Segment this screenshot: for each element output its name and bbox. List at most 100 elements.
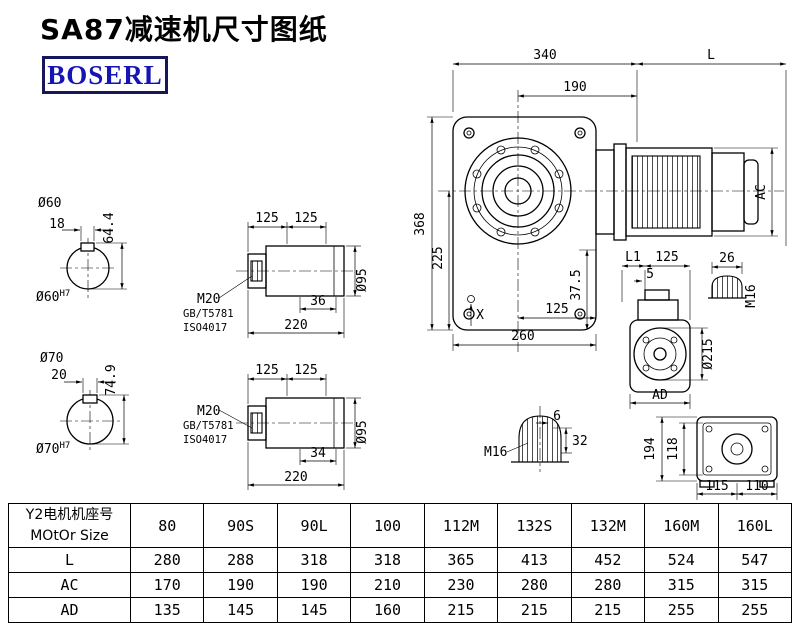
thread-m16-side: M16 (744, 284, 759, 307)
dim-340: 340 (533, 48, 556, 63)
size-col-90l: 90L (276, 503, 352, 548)
page-title: SA87减速机尺寸图纸 (40, 13, 328, 46)
header-motor-size: Y2电机机座号 MOtOr Size (8, 503, 131, 548)
technical-drawing: 340 L 190 368 225 AC 37.5 125 260 X Ø60 … (36, 48, 787, 500)
thread-m20-bottom: M20 (197, 404, 220, 419)
cell-L-8: 547 (717, 547, 792, 573)
cell-AD-3: 160 (350, 597, 425, 623)
cell-AC-1: 190 (203, 572, 278, 598)
cell-AD-5: 215 (497, 597, 572, 623)
fit-60-sup: H7 (59, 289, 70, 299)
main-view-dimensions: 340 L 190 368 225 AC 37.5 125 260 X (413, 48, 787, 351)
cell-AD-1: 145 (203, 597, 278, 623)
dia-95-bottom: Ø95 (355, 420, 370, 443)
size-col-132m: 132M (570, 503, 646, 548)
dim-32: 32 (572, 434, 588, 449)
size-col-160l: 160L (717, 503, 792, 548)
cell-AD-7: 255 (644, 597, 719, 623)
row-label-L: L (8, 547, 131, 573)
shaft-end-key-detail: 6 32 M16 (484, 406, 588, 472)
boserl-logo: BOSERL (42, 56, 168, 94)
table-row-AD: AD 135 145 145 160 215 215 215 255 255 (8, 597, 792, 623)
boserl-logo-text: BOSERL (47, 59, 163, 90)
dim-115: 115 (705, 479, 728, 494)
fit-70-sup: H7 (59, 441, 70, 451)
dim-L: L (707, 48, 715, 63)
cell-AC-6: 280 (570, 572, 646, 598)
cell-L-4: 365 (423, 547, 499, 573)
table-header-row: Y2电机机座号 MOtOr Size 80 90S 90L 100 112M 1… (8, 503, 792, 548)
main-view-motor (595, 143, 759, 241)
dim-125a-bottom: 125 (255, 363, 278, 378)
cell-L-5: 413 (497, 547, 572, 573)
cell-AC-8: 315 (717, 572, 792, 598)
table-row-AC: AC 170 190 190 210 230 280 280 315 315 (8, 572, 792, 598)
table-row-L: L 280 288 318 318 365 413 452 524 547 (8, 547, 792, 573)
dia-95-top: Ø95 (355, 268, 370, 291)
size-col-100: 100 (350, 503, 425, 548)
thread-m16-detail: M16 (484, 445, 507, 460)
cell-AC-2: 190 (276, 572, 352, 598)
dim-AD: AD (652, 388, 668, 403)
std-gb-top: GB/T5781 (183, 308, 234, 320)
fit-60-base: Ø60 (36, 290, 59, 305)
std-gb-bottom: GB/T5781 (183, 420, 234, 432)
cell-AC-0: 170 (129, 572, 205, 598)
std-iso-top: ISO4017 (183, 322, 227, 334)
dim-190: 190 (563, 80, 586, 95)
dim-20: 20 (51, 368, 67, 383)
dim-36: 36 (310, 294, 326, 309)
size-col-112m: 112M (423, 503, 499, 548)
row-label-AC: AC (8, 572, 131, 598)
main-view-gearbox (438, 90, 784, 352)
dim-118: 118 (666, 437, 681, 460)
dim-5: 5 (646, 267, 654, 282)
rear-view: 194 118 115 110 (643, 416, 778, 500)
hollow-shaft-top: 125 125 M20 GB/T5781 ISO4017 36 220 Ø95 (183, 211, 370, 338)
cell-AD-8: 255 (717, 597, 792, 623)
cell-AC-5: 280 (497, 572, 572, 598)
std-iso-bottom: ISO4017 (183, 434, 227, 446)
dim-125-bottom: 125 (545, 302, 568, 317)
cell-AD-6: 215 (570, 597, 646, 623)
output-side-view: L1 125 5 26 M16 Ø215 AD (621, 250, 759, 409)
cell-AC-3: 210 (350, 572, 425, 598)
size-col-132s: 132S (497, 503, 572, 548)
dim-110: 110 (745, 479, 768, 494)
dim-26: 26 (719, 251, 735, 266)
cell-L-6: 452 (570, 547, 646, 573)
fit-label-60: Ø60H7 (36, 289, 70, 305)
thread-m20-top: M20 (197, 292, 220, 307)
dim-220-top: 220 (284, 318, 307, 333)
dim-220-bottom: 220 (284, 470, 307, 485)
dim-225: 225 (431, 246, 446, 269)
dim-18: 18 (49, 217, 65, 232)
dim-74-9: 74.9 (104, 364, 119, 395)
size-col-160m: 160M (644, 503, 719, 548)
hollow-shaft-bottom: 125 125 M20 GB/T5781 ISO4017 34 220 Ø95 (183, 363, 370, 490)
cell-AD-0: 135 (129, 597, 205, 623)
motor-size-table: Y2电机机座号 MOtOr Size 80 90S 90L 100 112M 1… (8, 503, 792, 623)
dim-125-side: 125 (655, 250, 678, 265)
dim-194: 194 (643, 437, 658, 461)
cell-L-1: 288 (203, 547, 278, 573)
shaft-section-70: Ø70 20 74.9 Ø70H7 (36, 351, 129, 457)
shaft-section-60: Ø60 18 64.4 Ø60H7 (36, 196, 127, 305)
cell-AD-4: 215 (423, 597, 499, 623)
cell-L-3: 318 (350, 547, 425, 573)
header-en: MOtOr Size (30, 527, 109, 544)
size-col-80: 80 (129, 503, 205, 548)
fit-label-70: Ø70H7 (36, 441, 70, 457)
cell-AC-4: 230 (423, 572, 499, 598)
label-X: X (476, 308, 484, 323)
cell-L-7: 524 (644, 547, 719, 573)
cell-L-2: 318 (276, 547, 352, 573)
dim-125b-top: 125 (294, 211, 317, 226)
dim-L1: L1 (625, 250, 641, 265)
label-dia70: Ø70 (40, 351, 63, 366)
motor-size-table-wrap: Y2电机机座号 MOtOr Size 80 90S 90L 100 112M 1… (8, 503, 792, 623)
dim-368: 368 (413, 212, 428, 235)
row-label-AD: AD (8, 597, 131, 623)
dim-6: 6 (553, 409, 561, 424)
